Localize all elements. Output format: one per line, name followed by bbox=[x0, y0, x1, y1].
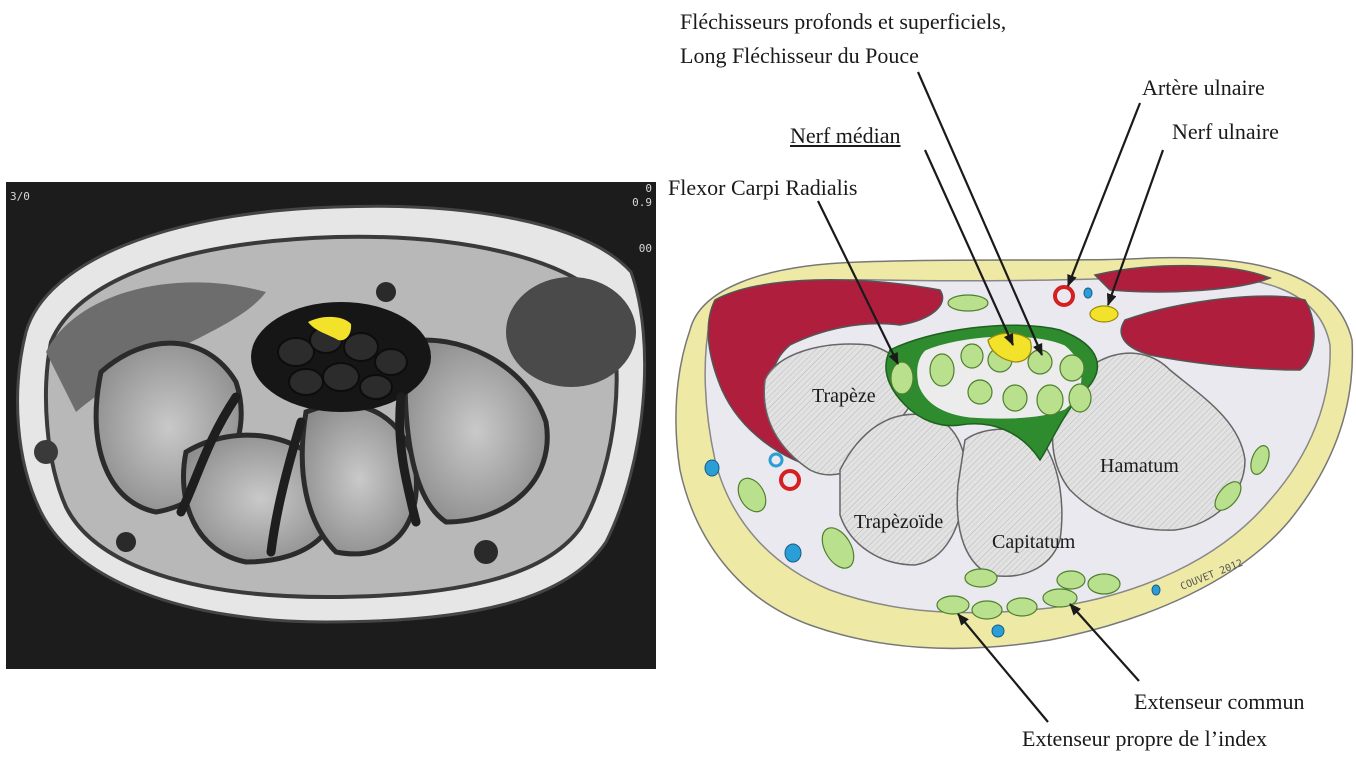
capitatum-bone bbox=[957, 429, 1062, 576]
label-extensor-index: Extenseur propre de l’index bbox=[1022, 727, 1267, 751]
bone-label-trapezoide: Trapèzoïde bbox=[854, 510, 943, 534]
superficial-tendon bbox=[948, 295, 988, 311]
label-ulnar-nerve: Nerf ulnaire bbox=[1172, 120, 1279, 144]
fcr-tendon bbox=[891, 362, 913, 394]
label-flexors-line2: Long Fléchisseur du Pouce bbox=[680, 44, 919, 68]
label-ulnar-artery: Artère ulnaire bbox=[1142, 76, 1265, 100]
bone-label-trapeze: Trapèze bbox=[812, 384, 876, 408]
bone-label-hamatum: Hamatum bbox=[1100, 454, 1179, 478]
label-flexors-line1: Fléchisseurs profonds et superficiels, bbox=[680, 10, 1006, 34]
label-extensor-common: Extenseur commun bbox=[1134, 690, 1304, 714]
label-median-nerve: Nerf médian bbox=[790, 124, 901, 148]
label-flexor-carpi-radialis: Flexor Carpi Radialis bbox=[668, 176, 857, 200]
ulnar-nerve bbox=[1090, 306, 1118, 322]
bone-label-capitatum: Capitatum bbox=[992, 530, 1075, 554]
